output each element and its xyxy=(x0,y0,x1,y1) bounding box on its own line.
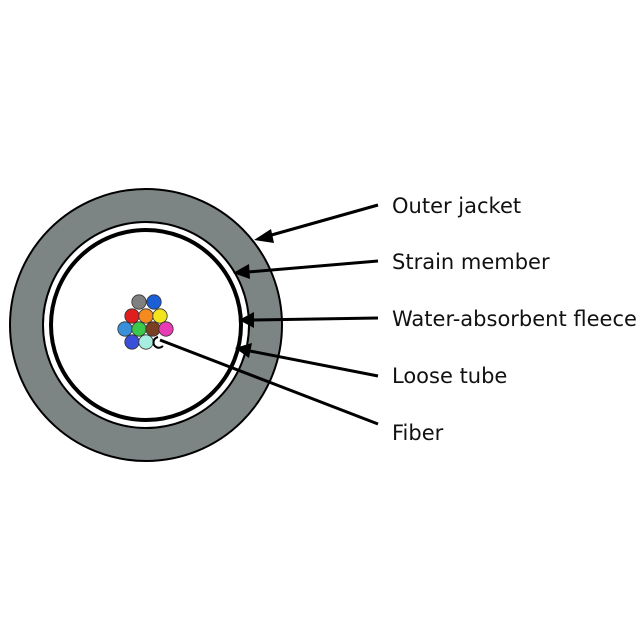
label-outer-jacket: Outer jacket xyxy=(392,194,521,218)
fiber-strand xyxy=(138,308,154,324)
fiber-strand xyxy=(124,334,140,350)
loose-tube-ring xyxy=(49,228,243,422)
fiber-strand xyxy=(117,321,133,337)
label-loose-tube: Loose tube xyxy=(392,364,507,388)
label-strain-member: Strain member xyxy=(392,250,550,274)
fiber-strand xyxy=(158,321,174,337)
leader-strain-member xyxy=(233,259,379,279)
leader-fiber xyxy=(159,338,379,426)
fiber-strand xyxy=(131,321,147,337)
fiber-bundle xyxy=(117,294,174,350)
leader-loose-tube xyxy=(235,343,379,378)
fiber-strand xyxy=(131,294,147,310)
fiber-strand xyxy=(145,321,161,337)
label-water-fleece: Water-absorbent fleece xyxy=(392,307,637,331)
fiber-strand xyxy=(124,308,140,324)
leader-outer-jacket xyxy=(254,203,379,243)
fiber-strand xyxy=(146,294,162,310)
fiber-strand xyxy=(152,308,168,324)
leader-water-fleece xyxy=(239,312,379,328)
label-fiber: Fiber xyxy=(392,421,444,445)
fiber-strand xyxy=(138,334,154,350)
fiber-hook xyxy=(152,336,164,349)
